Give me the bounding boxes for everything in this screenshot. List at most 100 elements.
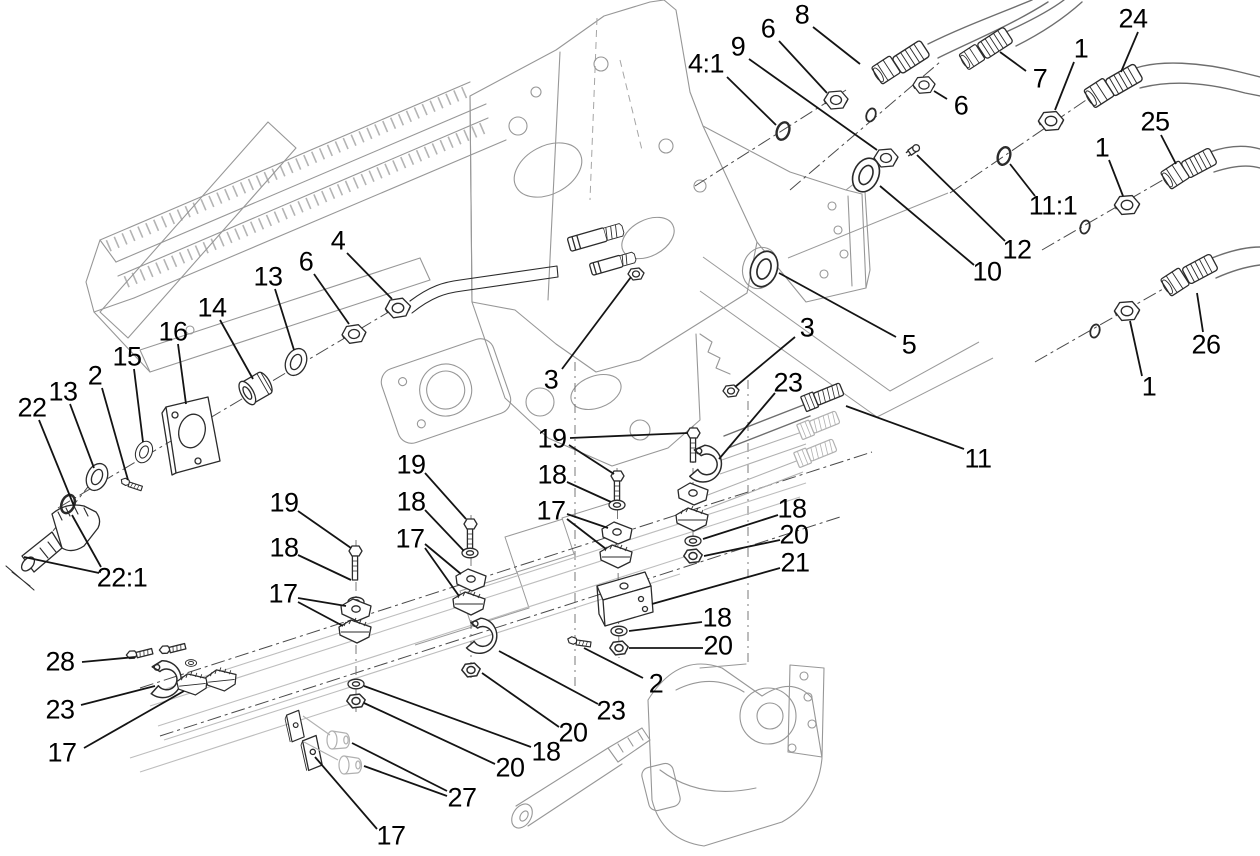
washer-18 <box>461 547 479 559</box>
clamp-17-top <box>601 521 633 545</box>
hose-24 <box>1082 62 1260 110</box>
elbow-fitting-22 <box>5 504 101 591</box>
bracket-16 <box>161 396 221 476</box>
bracket-17 <box>299 734 324 772</box>
leader-line-5 <box>778 272 897 338</box>
leader-line-1 <box>1054 61 1075 111</box>
hose-end <box>796 408 842 441</box>
nut-1 <box>1037 110 1065 132</box>
leader-line-23 <box>718 392 776 460</box>
leader-line-1 <box>1129 320 1143 377</box>
clamp-17-top <box>677 482 709 506</box>
leader-line-19 <box>569 432 689 439</box>
clamp-stack-2 <box>452 518 498 678</box>
leader-line-16 <box>177 343 187 405</box>
leader-line-19 <box>297 510 352 549</box>
leader-line-17 <box>424 547 460 597</box>
leader-line-13 <box>69 403 95 469</box>
machine-frame <box>85 0 871 467</box>
axle-housing <box>511 663 825 847</box>
clamp-stack-3 <box>566 470 654 656</box>
hose-end-11 <box>799 380 846 413</box>
leader-line-27 <box>351 742 448 792</box>
leader-line-6 <box>933 90 948 100</box>
o-ring-11-1 <box>994 144 1014 168</box>
clamp-17-top <box>340 598 372 622</box>
leader-line-19 <box>424 472 467 520</box>
hatch-band <box>123 120 491 288</box>
nut-20 <box>683 548 703 564</box>
leader-line-20 <box>703 539 781 557</box>
leader-line-4 <box>346 252 393 300</box>
nut-20 <box>346 693 366 709</box>
leader-line-18 <box>424 509 465 552</box>
leader-lines <box>23 26 1204 830</box>
leader-line-11:1 <box>1009 163 1036 197</box>
bushing-14 <box>238 371 273 406</box>
screw-2 <box>566 635 592 648</box>
nut-20 <box>461 662 481 678</box>
grommet-27 <box>338 755 363 775</box>
tube-nut-4 <box>384 297 412 319</box>
bolt-19 <box>348 545 363 581</box>
leader-line-2 <box>583 647 644 679</box>
hose-8 <box>869 0 1049 86</box>
o-ring-4-1 <box>773 119 793 143</box>
leader-line-19 <box>568 444 615 475</box>
nut-20 <box>609 640 629 656</box>
leader-line-17 <box>83 690 185 749</box>
leader-line-20 <box>481 672 560 728</box>
hose-26 <box>1158 246 1260 298</box>
leader-line-21 <box>651 567 781 605</box>
leader-line-22:1 <box>71 514 102 568</box>
leader-line-23 <box>80 685 156 706</box>
leader-line-24 <box>1120 31 1139 73</box>
phantom-lines <box>414 192 994 692</box>
loop-clamp-23 <box>146 657 185 701</box>
leader-line-6 <box>313 273 350 325</box>
leader-line-22 <box>38 419 75 507</box>
hose-7 <box>957 0 1083 72</box>
leader-line-17 <box>566 513 609 529</box>
fitting-12 <box>905 144 921 157</box>
leader-line-3 <box>561 276 632 370</box>
nut-1 <box>1113 194 1141 216</box>
leader-line-28 <box>81 656 136 663</box>
leader-line-17 <box>566 518 607 550</box>
washer-18 <box>347 678 365 690</box>
leader-line-18 <box>702 514 779 540</box>
clamp-stack-4 <box>675 427 723 564</box>
bottom-left-clamp-group <box>125 640 239 701</box>
o-ring <box>1077 218 1093 236</box>
clamp-stack-1 <box>338 545 372 709</box>
leader-line-18 <box>297 554 352 581</box>
clamp-17-bottom <box>338 617 372 644</box>
leader-line-26 <box>1196 292 1204 333</box>
leader-line-13 <box>274 288 295 351</box>
hose-run <box>129 403 873 773</box>
leader-line-18 <box>628 621 703 632</box>
tube-4 <box>384 265 559 319</box>
hose-end <box>793 436 839 469</box>
seal-5 <box>744 246 784 292</box>
grommet-27 <box>326 730 351 750</box>
leader-line-27 <box>363 765 448 797</box>
washer-18 <box>610 625 628 637</box>
upper-fitting-parts <box>627 76 1141 398</box>
washer <box>184 659 198 667</box>
leader-line-2 <box>101 387 129 481</box>
hose-25 <box>1158 145 1260 191</box>
leader-line-1 <box>1108 159 1124 197</box>
o-ring <box>1087 322 1103 340</box>
leader-line-10 <box>879 185 975 266</box>
clamp-17-half <box>204 665 239 694</box>
leader-line-18 <box>566 481 612 503</box>
hose-end-fittings <box>793 380 846 469</box>
grommet-brackets <box>283 709 363 775</box>
leader-line-23 <box>498 650 599 705</box>
screw-2 <box>119 476 144 492</box>
leader-line-22:1 <box>23 556 100 574</box>
leader-line-8 <box>812 26 861 65</box>
